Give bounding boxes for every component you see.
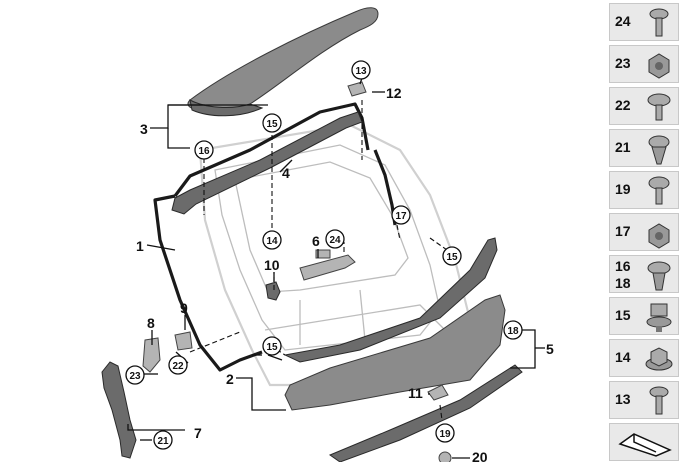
callout-15a: 15 bbox=[262, 113, 282, 133]
label-11: 11 bbox=[408, 385, 423, 401]
svg-text:15: 15 bbox=[266, 119, 278, 130]
torx-screw-icon bbox=[647, 93, 671, 121]
flange-screw-icon bbox=[648, 176, 670, 205]
svg-text:24: 24 bbox=[329, 235, 341, 246]
sidebar-item-number: 17 bbox=[615, 223, 631, 239]
label-3: 3 bbox=[140, 121, 148, 137]
sidebar-item-24[interactable]: 24 bbox=[609, 3, 679, 41]
retainer-clip-icon bbox=[646, 303, 672, 332]
svg-text:18: 18 bbox=[507, 326, 519, 337]
sidebar-item-22[interactable]: 22 bbox=[609, 87, 679, 125]
callout-19: 19 bbox=[435, 423, 455, 443]
gas-strut bbox=[101, 361, 137, 459]
small-bracket bbox=[427, 384, 449, 401]
svg-text:23: 23 bbox=[129, 371, 141, 382]
sidebar-item-number: 22 bbox=[615, 97, 631, 113]
clip-icon bbox=[648, 135, 670, 165]
expanding-rivet-icon bbox=[647, 261, 671, 291]
spoiler-bracket bbox=[347, 81, 367, 97]
callout-17: 17 bbox=[391, 205, 411, 225]
callout-23: 23 bbox=[125, 365, 145, 385]
sidebar-item-number: 14 bbox=[615, 349, 631, 365]
callout-15b: 15 bbox=[442, 246, 462, 266]
tailgate-latch bbox=[265, 281, 281, 301]
svg-text:14: 14 bbox=[266, 236, 278, 247]
callout-21: 21 bbox=[153, 430, 173, 450]
sidebar-item-number: 24 bbox=[615, 13, 631, 29]
svg-text:16: 16 bbox=[198, 146, 210, 157]
assembly-symbol-icon bbox=[618, 433, 672, 457]
label-5: 5 bbox=[546, 341, 554, 357]
sidebar-item-number: 21 bbox=[615, 139, 631, 155]
label-20: 20 bbox=[472, 449, 488, 462]
fastener-sidebar: 24 23 22 21 19 17 16 18 15 14 13 bbox=[609, 0, 680, 462]
sidebar-item-17[interactable]: 17 bbox=[609, 213, 679, 251]
sidebar-item-number-2: 18 bbox=[615, 275, 631, 291]
label-12: 12 bbox=[386, 85, 402, 101]
sidebar-item-number: 19 bbox=[615, 181, 631, 197]
sidebar-item-15[interactable]: 15 bbox=[609, 297, 679, 335]
callout-18: 18 bbox=[503, 320, 523, 340]
label-2: 2 bbox=[226, 371, 234, 387]
collar-nut-icon bbox=[645, 347, 673, 371]
bracket-tab bbox=[315, 249, 331, 259]
bumper-support-strip bbox=[328, 364, 523, 462]
screw-icon bbox=[649, 386, 669, 415]
sidebar-item-number: 23 bbox=[615, 55, 631, 71]
sidebar-item-number: 13 bbox=[615, 391, 631, 407]
tailgate-outer-panel bbox=[284, 294, 506, 411]
hex-nut-icon bbox=[648, 223, 670, 249]
callout-13: 13 bbox=[351, 60, 371, 80]
upper-seal-rail bbox=[171, 111, 363, 215]
label-7: 7 bbox=[194, 425, 202, 441]
svg-text:15: 15 bbox=[266, 342, 278, 353]
callout-15c: 15 bbox=[262, 336, 282, 356]
spoiler-lip bbox=[189, 99, 264, 117]
sidebar-item-21[interactable]: 21 bbox=[609, 129, 679, 167]
rear-spoiler bbox=[187, 7, 379, 114]
hex-nut-icon bbox=[648, 53, 670, 79]
callout-14: 14 bbox=[262, 230, 282, 250]
hinge-bracket-9 bbox=[174, 331, 193, 351]
sidebar-item-assembly[interactable] bbox=[609, 423, 679, 461]
label-1: 1 bbox=[136, 238, 144, 254]
sidebar-item-23[interactable]: 23 bbox=[609, 45, 679, 83]
svg-text:21: 21 bbox=[157, 436, 169, 447]
svg-text:22: 22 bbox=[172, 361, 184, 372]
label-6: 6 bbox=[312, 233, 320, 249]
sidebar-item-13[interactable]: 13 bbox=[609, 381, 679, 419]
label-9: 9 bbox=[180, 300, 188, 316]
tailgate-exploded-diagram: 3 1 2 4 5 6 7 8 9 10 11 12 20 13 15 16 1… bbox=[101, 7, 554, 462]
label-10: 10 bbox=[264, 257, 280, 273]
svg-text:13: 13 bbox=[355, 66, 367, 77]
callout-16: 16 bbox=[194, 140, 214, 160]
fastener-20 bbox=[438, 451, 452, 462]
sidebar-item-14[interactable]: 14 bbox=[609, 339, 679, 377]
hinge-bracket bbox=[299, 254, 356, 281]
svg-text:17: 17 bbox=[395, 211, 407, 222]
tailgate-trim-strip bbox=[283, 237, 498, 363]
sidebar-item-16-18[interactable]: 16 18 bbox=[609, 255, 679, 293]
sidebar-item-number: 16 bbox=[615, 258, 631, 274]
svg-text:19: 19 bbox=[439, 429, 451, 440]
label-4: 4 bbox=[282, 165, 290, 181]
sidebar-item-number: 15 bbox=[615, 307, 631, 323]
callout-22: 22 bbox=[168, 355, 188, 375]
tailgate-seal bbox=[153, 194, 263, 372]
screw-icon bbox=[649, 8, 669, 37]
callout-24: 24 bbox=[325, 229, 345, 249]
hinge bbox=[142, 337, 161, 373]
label-8: 8 bbox=[147, 315, 155, 331]
svg-text:15: 15 bbox=[446, 252, 458, 263]
sidebar-item-19[interactable]: 19 bbox=[609, 171, 679, 209]
